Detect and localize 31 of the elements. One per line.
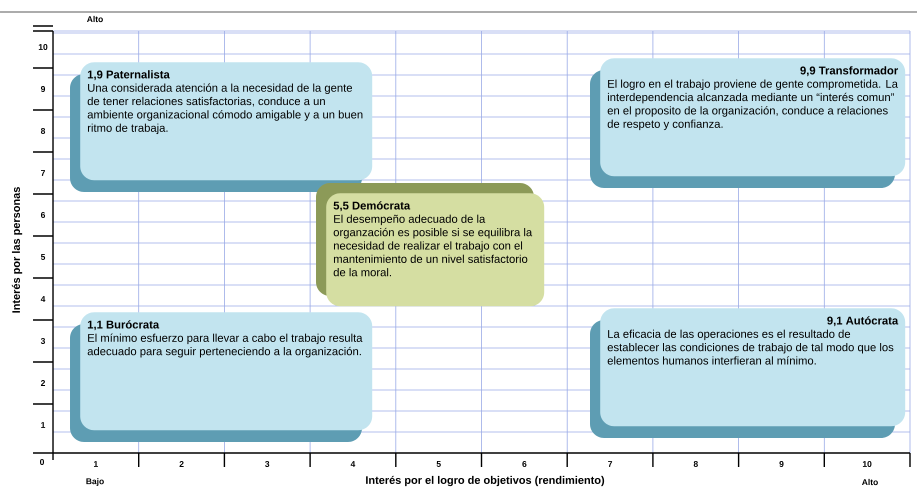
axis-title: Interés por el logro de objetivos (rendimiento)	[366, 476, 604, 486]
axis-end-label: Bajo	[86, 478, 104, 486]
tick-label: 4	[350, 461, 356, 467]
tick-label: 8	[694, 461, 698, 467]
tick-label: 2	[40, 380, 46, 386]
tick-label: 1	[94, 461, 98, 467]
tick-label: 6	[40, 212, 46, 218]
axis-end-label: Alto	[86, 16, 103, 22]
tick-label: 9	[40, 86, 46, 92]
tick-label: 9	[779, 461, 784, 467]
style-box: 5,5 Demócrata El desempeño adecuado de la organzación es posible si se equilibra la necesidad de realizar el trabajo con el mantenimiento de un nivel satisfactorio de la moral.	[316, 183, 544, 306]
tick-label: 1	[41, 422, 46, 428]
style-box: 9,1 Autócrata La eficacia de las operaciones es el resultado de establecer las condiciones de trabajo de tal modo que los elementos humanos interfieran al mínimo.	[590, 308, 906, 438]
tick-label: 3	[265, 461, 270, 467]
tick-label: 5	[436, 461, 441, 467]
axis-end-label: Alto	[862, 478, 878, 486]
style-box: 9,9 Transformador El logro en el trabajo proviene de gente comprometida. La interdependencia alcanzada mediante un “interés comun” en el proposito de la organización, conduce a relaciones de respeto y confianza.	[590, 58, 906, 188]
tick-label: 0	[40, 459, 44, 465]
axis-title: Interés por las personas	[12, 187, 22, 313]
tick-label: 2	[180, 461, 184, 467]
style-box: 1,9 Paternalista Una considerada atención a la necesidad de la gente de tener relaciones satisfactorias, conduce a un ambiente organizacional cómodo amigable y a un buen ritmo de trabaja.	[70, 62, 372, 192]
tick-label: 10	[38, 44, 48, 50]
tick-label: 4	[40, 296, 46, 302]
tick-label: 6	[522, 461, 526, 467]
tick-label: 3	[40, 338, 46, 344]
tick-label: 5	[40, 254, 46, 260]
tick-label: 7	[608, 461, 612, 467]
style-box: 1,1 Burócrata El mínimo esfuerzo para llevar a cabo el trabajo resulta adecuado para seguir perteneciendo a la organización.	[70, 312, 372, 442]
tick-label: 8	[40, 128, 46, 134]
tick-label: 7	[41, 170, 45, 176]
tick-label: 10	[862, 461, 872, 467]
